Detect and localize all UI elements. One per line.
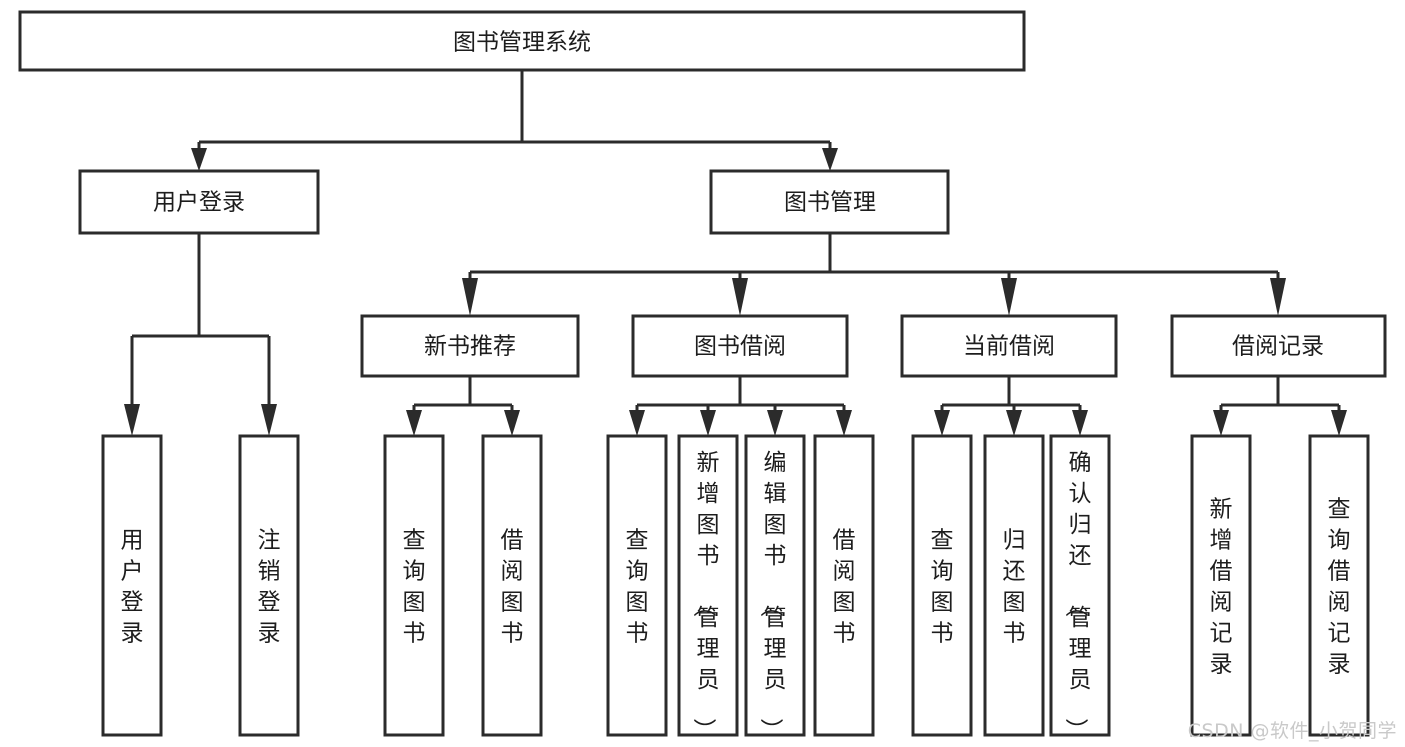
- arrow-head-leaf-query-books-3: [934, 410, 950, 436]
- leaf-edit-book-label: 编辑图书（管理员）: [758, 450, 787, 741]
- leaf-edit-book-box[interactable]: [744, 434, 806, 737]
- leaf-query-books-3-label: 查询图书: [931, 528, 954, 647]
- leaf-query-record-label: 查询借阅记录: [1328, 497, 1351, 678]
- leaf-return-book-box[interactable]: [983, 434, 1045, 737]
- leaf-confirm-return-label: 确认归还（管理员）: [1063, 450, 1092, 741]
- leaf-confirm-return-box[interactable]: [1049, 434, 1111, 737]
- node-root-label: 图书管理系统: [453, 30, 591, 56]
- leaf-borrow-book-2-label: 借阅图书: [833, 528, 856, 647]
- node-new-book-recommend-box[interactable]: [360, 314, 580, 378]
- leaf-user-login-label: 用户登录: [121, 528, 144, 647]
- arrow-head-leaf-return-book: [1006, 410, 1022, 436]
- node-root[interactable]: 图书管理系统: [18, 10, 1026, 72]
- node-borrow-record-box[interactable]: [1170, 314, 1387, 378]
- leaf-add-book-label: 新增图书（管理员）: [691, 450, 720, 741]
- arrow-head-leaf-edit-book: [767, 410, 783, 436]
- arrow-head-borrow: [732, 278, 748, 316]
- leaf-logout-box[interactable]: [238, 434, 300, 737]
- node-book-manage[interactable]: 图书管理: [709, 169, 950, 235]
- leaf-borrow-book-1[interactable]: 借阅图书: [481, 434, 543, 737]
- arrow-head-leaf-add-record: [1213, 410, 1229, 436]
- node-current-borrow[interactable]: 当前借阅: [900, 314, 1118, 378]
- leaf-query-record[interactable]: 查询借阅记录: [1308, 434, 1370, 737]
- leaf-add-record-box[interactable]: [1190, 434, 1252, 737]
- leaf-query-record-box[interactable]: [1308, 434, 1370, 737]
- leaf-query-books-2[interactable]: 查询图书: [606, 434, 668, 737]
- csdn-watermark: CSDN @软件_小贺同学: [1187, 720, 1397, 742]
- leaf-query-books-1-label: 查询图书: [403, 528, 426, 647]
- edge-layer: [124, 70, 1347, 436]
- node-user-login-label: 用户登录: [153, 190, 245, 216]
- node-new-book-recommend-label: 新书推荐: [424, 334, 516, 360]
- arrow-head-new-rec: [462, 278, 478, 316]
- leaf-confirm-return[interactable]: 确认归还（管理员）: [1049, 434, 1111, 741]
- leaf-query-books-2-label: 查询图书: [626, 528, 649, 647]
- arrow-head-leaf-query-books-1: [406, 410, 422, 436]
- leaf-user-login-box[interactable]: [101, 434, 163, 737]
- leaf-return-book-label: 归还图书: [1003, 528, 1026, 647]
- node-book-borrow-box[interactable]: [631, 314, 849, 378]
- node-book-borrow-label: 图书借阅: [694, 334, 786, 360]
- arrow-head-user-login: [191, 148, 207, 171]
- arrow-head-leaf-user-login: [124, 404, 140, 436]
- arrow-head-leaf-borrow-book-1: [504, 410, 520, 436]
- leaf-borrow-book-1-label: 借阅图书: [501, 528, 524, 647]
- leaf-borrow-book-1-box[interactable]: [481, 434, 543, 737]
- arrow-head-leaf-query-record: [1331, 410, 1347, 436]
- node-book-borrow[interactable]: 图书借阅: [631, 314, 849, 378]
- node-borrow-record[interactable]: 借阅记录: [1170, 314, 1387, 378]
- arrow-head-leaf-add-book: [700, 410, 716, 436]
- leaf-add-record[interactable]: 新增借阅记录: [1190, 434, 1252, 737]
- leaf-layer: 用户登录 注销登录 查询图书 借阅图书 查询图书 新增图书（管理员） 编辑图书（管理员） 借阅…: [101, 434, 1370, 741]
- leaf-logout[interactable]: 注销登录: [238, 434, 300, 737]
- arrow-head-leaf-query-books-2: [629, 410, 645, 436]
- leaf-borrow-book-2-box[interactable]: [813, 434, 875, 737]
- arrow-head-book-manage: [822, 148, 838, 171]
- arrow-head-leaf-confirm-return: [1072, 410, 1088, 436]
- arrow-head-leaf-borrow-book-2: [836, 410, 852, 436]
- node-new-book-recommend[interactable]: 新书推荐: [360, 314, 580, 378]
- node-user-login[interactable]: 用户登录: [78, 169, 320, 235]
- node-current-borrow-label: 当前借阅: [963, 334, 1055, 360]
- arrow-head-record: [1270, 278, 1286, 316]
- leaf-query-books-1[interactable]: 查询图书: [383, 434, 445, 737]
- node-book-manage-box[interactable]: [709, 169, 950, 235]
- arrow-head-current: [1001, 278, 1017, 316]
- node-user-login-box[interactable]: [78, 169, 320, 235]
- node-borrow-record-label: 借阅记录: [1232, 334, 1324, 360]
- leaf-user-login[interactable]: 用户登录: [101, 434, 163, 737]
- leaf-borrow-book-2[interactable]: 借阅图书: [813, 434, 875, 737]
- leaf-return-book[interactable]: 归还图书: [983, 434, 1045, 737]
- leaf-query-books-3-box[interactable]: [911, 434, 973, 737]
- node-book-manage-label: 图书管理: [784, 190, 876, 216]
- leaf-edit-book[interactable]: 编辑图书（管理员）: [744, 434, 806, 741]
- arrow-head-leaf-logout: [261, 404, 277, 436]
- leaf-add-book[interactable]: 新增图书（管理员）: [677, 434, 739, 741]
- leaf-query-books-1-box[interactable]: [383, 434, 445, 737]
- leaf-add-record-label: 新增借阅记录: [1210, 497, 1233, 678]
- leaf-query-books-3[interactable]: 查询图书: [911, 434, 973, 737]
- leaf-logout-label: 注销登录: [258, 528, 281, 647]
- leaf-add-book-box[interactable]: [677, 434, 739, 737]
- node-current-borrow-box[interactable]: [900, 314, 1118, 378]
- node-root-box[interactable]: [18, 10, 1026, 72]
- leaf-query-books-2-box[interactable]: [606, 434, 668, 737]
